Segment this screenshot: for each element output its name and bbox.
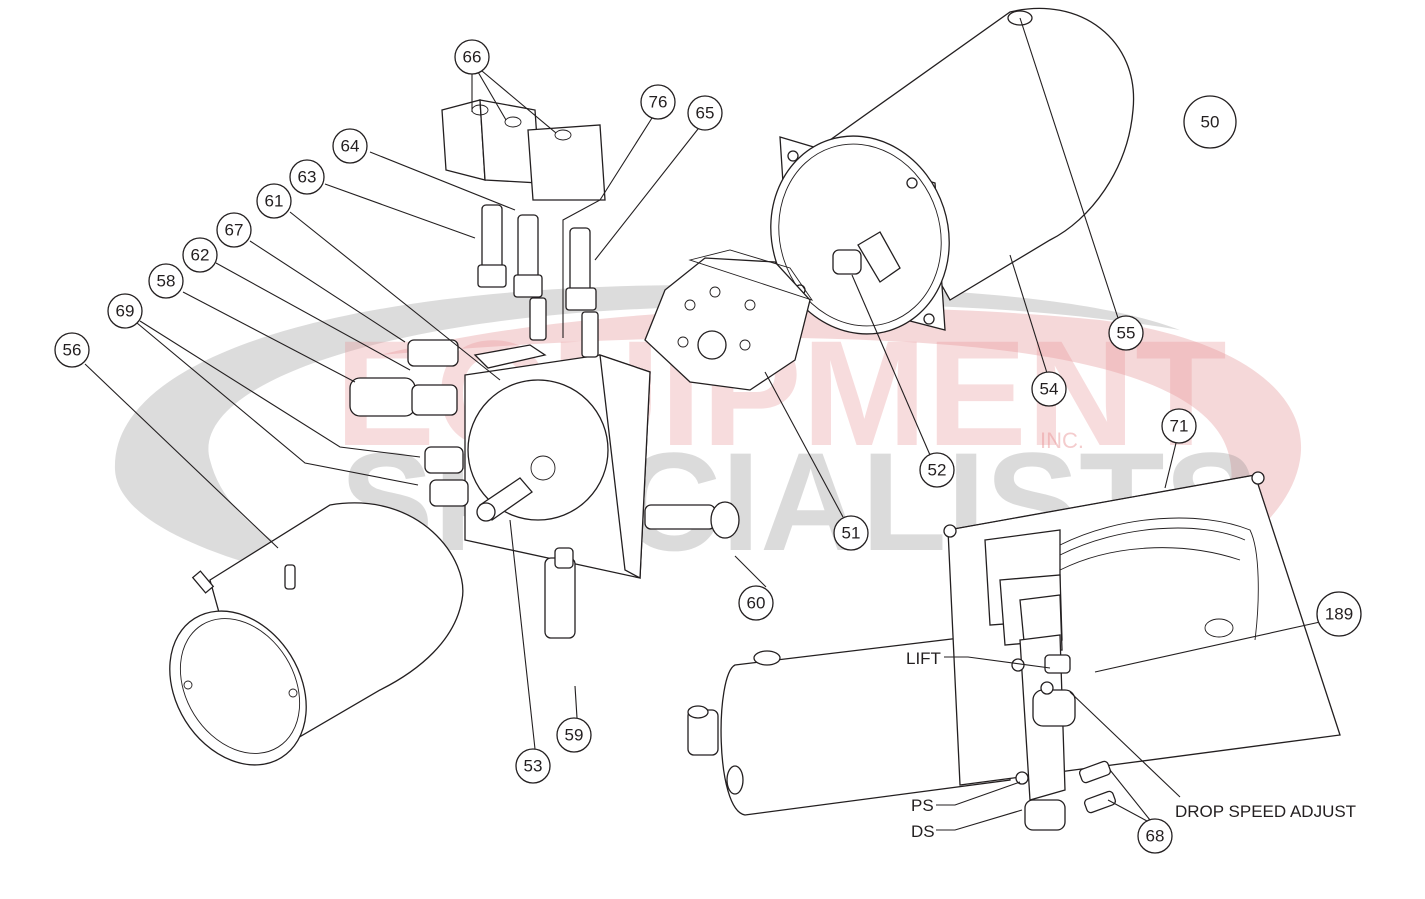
callout-189[interactable]: 189 (1316, 591, 1362, 637)
callout-58[interactable]: 58 (148, 263, 184, 299)
svg-text:62: 62 (191, 246, 210, 265)
leader-lines (84, 17, 1321, 831)
electric-motor (770, 7, 1135, 335)
svg-text:71: 71 (1170, 417, 1189, 436)
svg-text:68: 68 (1146, 827, 1165, 846)
valve-cartridges (477, 204, 599, 358)
callout-52[interactable]: 52 (919, 452, 955, 488)
svg-text:56: 56 (63, 341, 82, 360)
callout-54[interactable]: 54 (1031, 371, 1067, 407)
gear-pump (644, 249, 814, 391)
callout-76[interactable]: 76 (640, 84, 676, 120)
svg-text:63: 63 (298, 168, 317, 187)
svg-text:50: 50 (1201, 113, 1220, 132)
svg-text:189: 189 (1325, 605, 1353, 624)
svg-text:66: 66 (463, 48, 482, 67)
port-label-ds: DS (911, 822, 935, 841)
port-label-lift: LIFT (906, 649, 941, 668)
assembled-power-unit (687, 471, 1341, 831)
svg-text:55: 55 (1117, 324, 1136, 343)
callout-67[interactable]: 67 (216, 212, 252, 248)
callout-65[interactable]: 65 (687, 95, 723, 131)
callout-63[interactable]: 63 (289, 159, 325, 195)
svg-text:64: 64 (341, 137, 360, 156)
callout-60[interactable]: 60 (738, 585, 774, 621)
manifold-block (464, 344, 651, 580)
svg-text:65: 65 (696, 104, 715, 123)
port-labels: LIFT PS DS DROP SPEED ADJUST (906, 649, 1356, 841)
callout-50[interactable]: 50 (1183, 95, 1237, 149)
svg-text:51: 51 (842, 524, 861, 543)
reservoir-tank-left (169, 502, 464, 766)
svg-text:61: 61 (265, 192, 284, 211)
port-label-drop-speed-adjust: DROP SPEED ADJUST (1175, 802, 1356, 821)
callout-62[interactable]: 62 (182, 237, 218, 273)
svg-text:59: 59 (565, 726, 584, 745)
watermark-suffix: INC. (1040, 428, 1084, 453)
solenoid-coils (441, 99, 606, 201)
svg-text:58: 58 (157, 272, 176, 291)
callout-59[interactable]: 59 (556, 717, 592, 753)
svg-text:69: 69 (116, 302, 135, 321)
callout-64[interactable]: 64 (332, 128, 368, 164)
callout-51[interactable]: 51 (833, 515, 869, 551)
callout-56[interactable]: 56 (54, 332, 90, 368)
callout-66[interactable]: 66 (454, 39, 490, 75)
svg-text:76: 76 (649, 93, 668, 112)
port-label-ps: PS (911, 796, 934, 815)
svg-text:60: 60 (747, 594, 766, 613)
callout-53[interactable]: 53 (515, 748, 551, 784)
svg-text:52: 52 (928, 461, 947, 480)
callout-55[interactable]: 55 (1108, 315, 1144, 351)
svg-text:53: 53 (524, 757, 543, 776)
fittings (349, 339, 740, 639)
callout-68[interactable]: 68 (1137, 818, 1173, 854)
svg-text:67: 67 (225, 221, 244, 240)
callout-71[interactable]: 71 (1161, 408, 1197, 444)
callout-61[interactable]: 61 (256, 183, 292, 219)
callouts: 50 51 52 53 54 55 56 58 59 60 61 62 63 6… (54, 39, 1362, 854)
watermark-swoosh-red (380, 307, 1302, 600)
callout-69[interactable]: 69 (107, 293, 143, 329)
svg-text:54: 54 (1040, 380, 1059, 399)
